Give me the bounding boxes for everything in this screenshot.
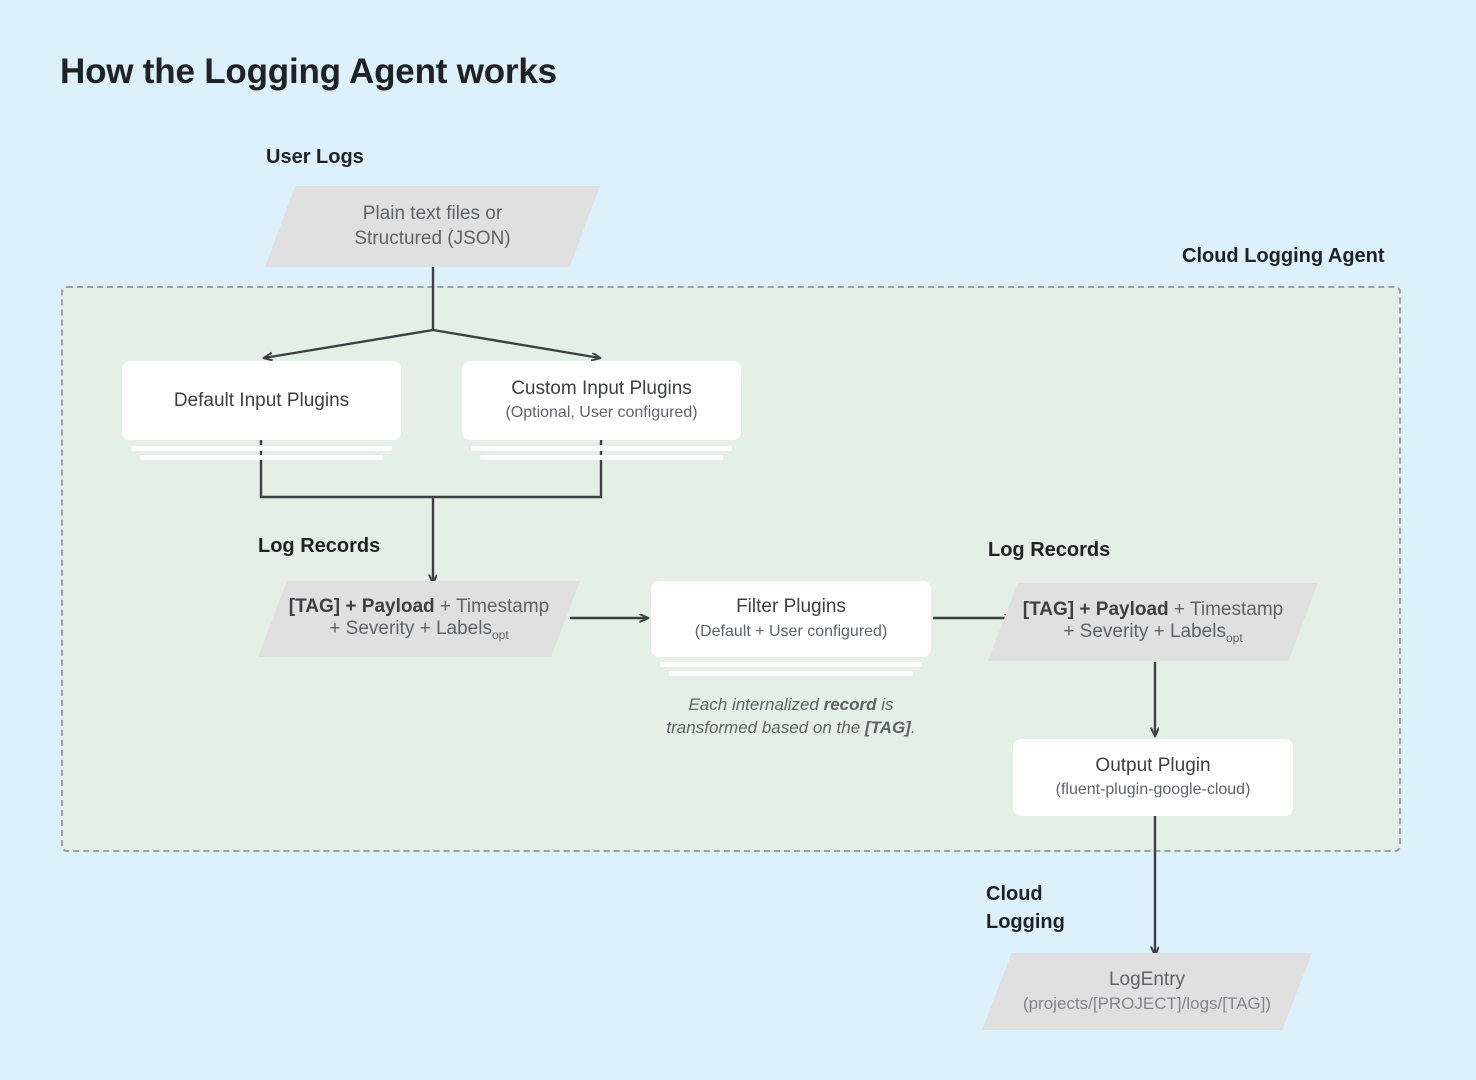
log-record-left-line2: + Severity + Labelsopt — [289, 618, 549, 642]
node-log-entry: LogEntry (projects/[PROJECT]/logs/[TAG]) — [982, 953, 1312, 1030]
log-record-right-subscript: opt — [1225, 630, 1243, 645]
custom-input-plugins-title: Custom Input Plugins — [511, 377, 692, 399]
node-default-input-plugins[interactable]: Default Input Plugins — [122, 361, 401, 440]
filter-plugins-subtitle: (Default + User configured) — [694, 622, 888, 640]
log-entry-subtitle: (projects/[PROJECT]/logs/[TAG]) — [1022, 993, 1272, 1013]
output-plugin-subtitle: (fluent-plugin-google-cloud) — [1055, 781, 1251, 799]
transform-note-part1: Each internalized — [688, 695, 824, 714]
node-log-record-right: [TAG] + Payload + Timestamp + Severity +… — [988, 583, 1318, 661]
node-custom-input-plugins[interactable]: Custom Input Plugins (Optional, User con… — [462, 361, 741, 440]
user-logs-source-line1: Plain text files or — [362, 202, 503, 224]
label-log-records-left: Log Records — [258, 535, 381, 557]
filter-plugins-title: Filter Plugins — [736, 596, 846, 618]
transform-note-part4: . — [910, 717, 916, 737]
log-record-left-bold: [TAG] + Payload — [288, 596, 435, 618]
log-record-left-line2-prefix: + Severity + Labels — [329, 618, 492, 640]
log-record-left-subscript: opt — [491, 627, 509, 642]
custom-input-plugins-stack-1 — [471, 446, 732, 451]
node-output-plugin[interactable]: Output Plugin (fluent-plugin-google-clou… — [1013, 739, 1293, 816]
annotation-transform-note: Each internalized record is transformed … — [641, 694, 941, 740]
node-log-record-left: [TAG] + Payload + Timestamp + Severity +… — [258, 581, 580, 657]
filter-plugins-stack-1 — [660, 662, 922, 667]
log-record-right-line2-prefix: + Severity + Labels — [1063, 621, 1226, 643]
output-plugin-title: Output Plugin — [1095, 754, 1211, 776]
transform-note-bold2: [TAG] — [864, 717, 911, 737]
log-record-right-bold: [TAG] + Payload — [1022, 599, 1169, 621]
user-logs-source-line2: Structured (JSON) — [354, 227, 511, 249]
log-record-right-line1: [TAG] + Payload + Timestamp — [1023, 599, 1283, 621]
log-record-left-rest: + Timestamp — [434, 596, 550, 618]
custom-input-plugins-stack-2 — [480, 455, 723, 460]
log-record-left-line1: [TAG] + Payload + Timestamp — [289, 596, 549, 618]
page-title: How the Logging Agent works — [60, 52, 557, 91]
transform-note-bold1: record — [823, 695, 877, 714]
log-entry-title: LogEntry — [1108, 969, 1186, 991]
log-record-right-line2: + Severity + Labelsopt — [1023, 621, 1283, 645]
label-cloud-logging: Cloud Logging — [986, 883, 1065, 933]
label-cloud-logging-agent: Cloud Logging Agent — [1182, 245, 1385, 267]
filter-plugins-stack-2 — [669, 671, 913, 676]
default-input-plugins-title: Default Input Plugins — [173, 389, 350, 411]
default-input-plugins-stack-2 — [140, 455, 383, 460]
node-user-logs-source: Plain text files or Structured (JSON) — [265, 186, 600, 267]
transform-note-part2: is — [876, 695, 894, 714]
custom-input-plugins-subtitle: (Optional, User configured) — [505, 404, 698, 422]
label-log-records-right: Log Records — [988, 539, 1111, 561]
log-record-right-rest: + Timestamp — [1168, 599, 1284, 621]
label-user-logs: User Logs — [266, 146, 364, 168]
default-input-plugins-stack-1 — [131, 446, 392, 451]
transform-note-part3: transformed based on the — [666, 717, 865, 737]
node-filter-plugins[interactable]: Filter Plugins (Default + User configure… — [651, 581, 931, 657]
